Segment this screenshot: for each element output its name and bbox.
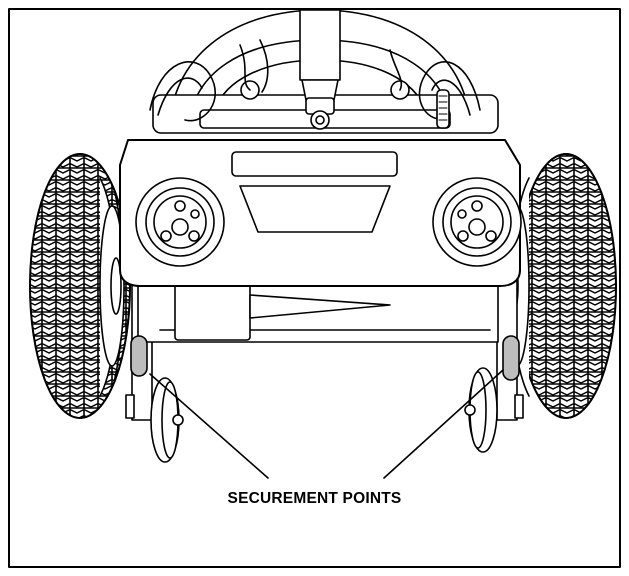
- left-anti-tip-wheel: [150, 377, 184, 463]
- left-drive-wheel: [29, 153, 131, 419]
- right-securement-point: [502, 335, 520, 381]
- figure-border: [8, 8, 621, 568]
- rear-shroud: [119, 139, 521, 287]
- right-drive-wheel: [504, 153, 617, 419]
- right-anti-tip-wheel: [464, 367, 498, 453]
- securement-points-label: SECUREMENT POINTS: [227, 490, 402, 507]
- rear-frame: [125, 269, 524, 421]
- upper-wiring: [149, 39, 481, 129]
- right-rear-light: [432, 177, 522, 267]
- left-leader-line: [149, 373, 269, 479]
- center-post: [299, 9, 341, 130]
- right-leader-line: [383, 369, 504, 479]
- left-rear-light: [135, 177, 225, 267]
- left-securement-point: [130, 335, 148, 377]
